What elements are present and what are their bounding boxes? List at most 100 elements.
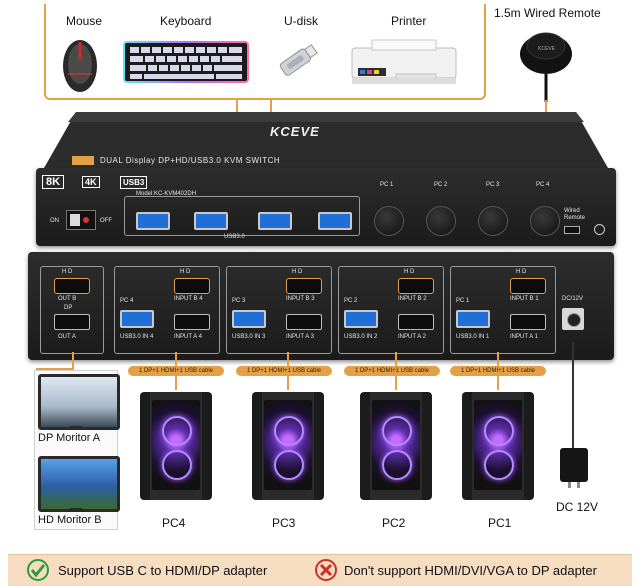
pc1-cable bbox=[497, 352, 499, 374]
pc3-tower-icon bbox=[252, 392, 324, 500]
kvm-top-panel bbox=[44, 112, 608, 168]
out-hd-label: H D bbox=[62, 269, 73, 275]
input3-hd-label: H D bbox=[292, 269, 303, 275]
pc2-button-label: PC 2 bbox=[434, 182, 448, 188]
power-adapter-icon bbox=[560, 448, 588, 488]
peripheral-frame bbox=[44, 4, 486, 100]
pc1-tower-icon bbox=[462, 392, 534, 500]
front-usb-port-2[interactable] bbox=[194, 212, 228, 230]
pc4-cable bbox=[175, 352, 177, 374]
svg-text:KCEVE: KCEVE bbox=[538, 46, 556, 52]
out-dp-label: DP bbox=[64, 305, 73, 311]
input-a2-label: INPUT A 2 bbox=[398, 334, 426, 340]
usb-in-4-port[interactable] bbox=[120, 310, 154, 328]
input2-pc-label: PC 2 bbox=[344, 298, 358, 304]
usb-in-1-label: USB3.0 IN 1 bbox=[456, 334, 490, 340]
input-group-4 bbox=[114, 266, 220, 354]
input-b2-hdmi-port[interactable] bbox=[398, 278, 434, 294]
udisk-label: U-disk bbox=[284, 14, 319, 28]
kvm-front-panel: 8K 4K USB3 Model:KC-KVM402DH ON OFF USB3… bbox=[36, 168, 616, 246]
pc4-label: PC4 bbox=[162, 516, 186, 530]
wired-remote-port-label: Wired Remote bbox=[564, 208, 586, 221]
kvm-back-panel: H D OUT B DP OUT A PC 4 H D INPUT B 4 US… bbox=[28, 252, 614, 360]
pc3-switch-button[interactable] bbox=[478, 206, 508, 236]
dc-12v-label: DC 12V bbox=[556, 500, 599, 514]
front-usb-port-3[interactable] bbox=[258, 212, 292, 230]
input-b3-hdmi-port[interactable] bbox=[286, 278, 322, 294]
usb-in-4-label: USB3.0 IN 4 bbox=[120, 334, 154, 340]
input-group-1 bbox=[450, 266, 556, 354]
input-b1-label: INPUT B 1 bbox=[510, 296, 539, 302]
monitor-stand-icon bbox=[70, 508, 82, 512]
keyboard-icon bbox=[123, 41, 249, 83]
pc3-button-label: PC 3 bbox=[486, 182, 500, 188]
input-b1-hdmi-port[interactable] bbox=[510, 278, 546, 294]
pc4-switch-button[interactable] bbox=[530, 206, 560, 236]
front-usb-port-1[interactable] bbox=[136, 212, 170, 230]
input3-pc-label: PC 3 bbox=[232, 298, 246, 304]
out-a-label: OUT A bbox=[58, 334, 76, 340]
badge-usb: USB3 bbox=[120, 176, 148, 189]
input-b4-hdmi-port[interactable] bbox=[174, 278, 210, 294]
usb-in-2-port[interactable] bbox=[344, 310, 378, 328]
usb-in-3-port[interactable] bbox=[232, 310, 266, 328]
monitor-cable bbox=[72, 352, 74, 370]
input4-hd-label: H D bbox=[180, 269, 191, 275]
mouse-icon bbox=[63, 40, 97, 92]
input-a1-dp-port[interactable] bbox=[510, 314, 546, 330]
pc2-label: PC2 bbox=[382, 516, 406, 530]
pc3-cable bbox=[287, 376, 289, 390]
input-group-3 bbox=[226, 266, 332, 354]
cable-note-pc1: 1 DP+1 HDMI+1 USB cable bbox=[450, 366, 546, 376]
usb-drive-icon bbox=[279, 44, 318, 76]
out-b-hdmi-port[interactable] bbox=[54, 278, 90, 294]
hd-monitor-b-icon bbox=[38, 456, 120, 512]
pc2-tower-icon bbox=[360, 392, 432, 500]
input-a1-label: INPUT A 1 bbox=[510, 334, 538, 340]
usb-port-group bbox=[124, 196, 360, 236]
monitor-stand-icon bbox=[70, 426, 82, 430]
pc4-button-label: PC 4 bbox=[536, 182, 550, 188]
input-a2-dp-port[interactable] bbox=[398, 314, 434, 330]
out-a-dp-port[interactable] bbox=[54, 314, 90, 330]
pc3-cable bbox=[287, 352, 289, 374]
remote-port[interactable] bbox=[564, 226, 580, 234]
input-a3-dp-port[interactable] bbox=[286, 314, 322, 330]
usb-in-1-port[interactable] bbox=[456, 310, 490, 328]
footer-bar bbox=[8, 554, 632, 586]
pc4-cable bbox=[175, 376, 177, 390]
dc-cable bbox=[572, 342, 574, 450]
support-note: Support USB C to HDMI/DP adapter bbox=[58, 563, 268, 578]
dp-monitor-a-icon bbox=[38, 374, 120, 430]
input-b2-label: INPUT B 2 bbox=[398, 296, 427, 302]
keyboard-label: Keyboard bbox=[160, 14, 212, 28]
dc-power-port[interactable] bbox=[562, 308, 584, 330]
power-on-label: ON bbox=[50, 218, 59, 224]
pc1-switch-button[interactable] bbox=[374, 206, 404, 236]
usb-in-2-label: USB3.0 IN 2 bbox=[344, 334, 378, 340]
dp-monitor-a-label: DP Moritor A bbox=[38, 432, 101, 444]
input1-pc-label: PC 1 bbox=[456, 298, 470, 304]
cable-note-pc3: 1 DP+1 HDMI+1 USB cable bbox=[236, 366, 332, 376]
pc2-cable bbox=[395, 352, 397, 374]
power-switch[interactable] bbox=[66, 210, 96, 230]
pc1-label: PC1 bbox=[488, 516, 512, 530]
input-a3-label: INPUT A 3 bbox=[286, 334, 314, 340]
input-b3-label: INPUT B 3 bbox=[286, 296, 315, 302]
out-b-label: OUT B bbox=[58, 296, 77, 302]
cross-icon bbox=[315, 559, 337, 581]
wired-remote-icon: KCEVE bbox=[520, 32, 572, 102]
power-indicator-icon bbox=[594, 224, 605, 235]
power-off-label: OFF bbox=[100, 218, 112, 224]
pc2-switch-button[interactable] bbox=[426, 206, 456, 236]
pc1-button-label: PC 1 bbox=[380, 182, 394, 188]
usb30-label: USB3.0 bbox=[224, 234, 245, 240]
pc1-cable bbox=[497, 376, 499, 390]
input-a4-dp-port[interactable] bbox=[174, 314, 210, 330]
input4-pc-label: PC 4 bbox=[120, 298, 134, 304]
usb-in-3-label: USB3.0 IN 3 bbox=[232, 334, 266, 340]
front-usb-port-4[interactable] bbox=[318, 212, 352, 230]
cable-note-pc4: 1 DP+1 HDMI+1 USB cable bbox=[128, 366, 224, 376]
hd-monitor-b-label: HD Moritor B bbox=[38, 514, 102, 526]
input-a4-label: INPUT A 4 bbox=[174, 334, 202, 340]
